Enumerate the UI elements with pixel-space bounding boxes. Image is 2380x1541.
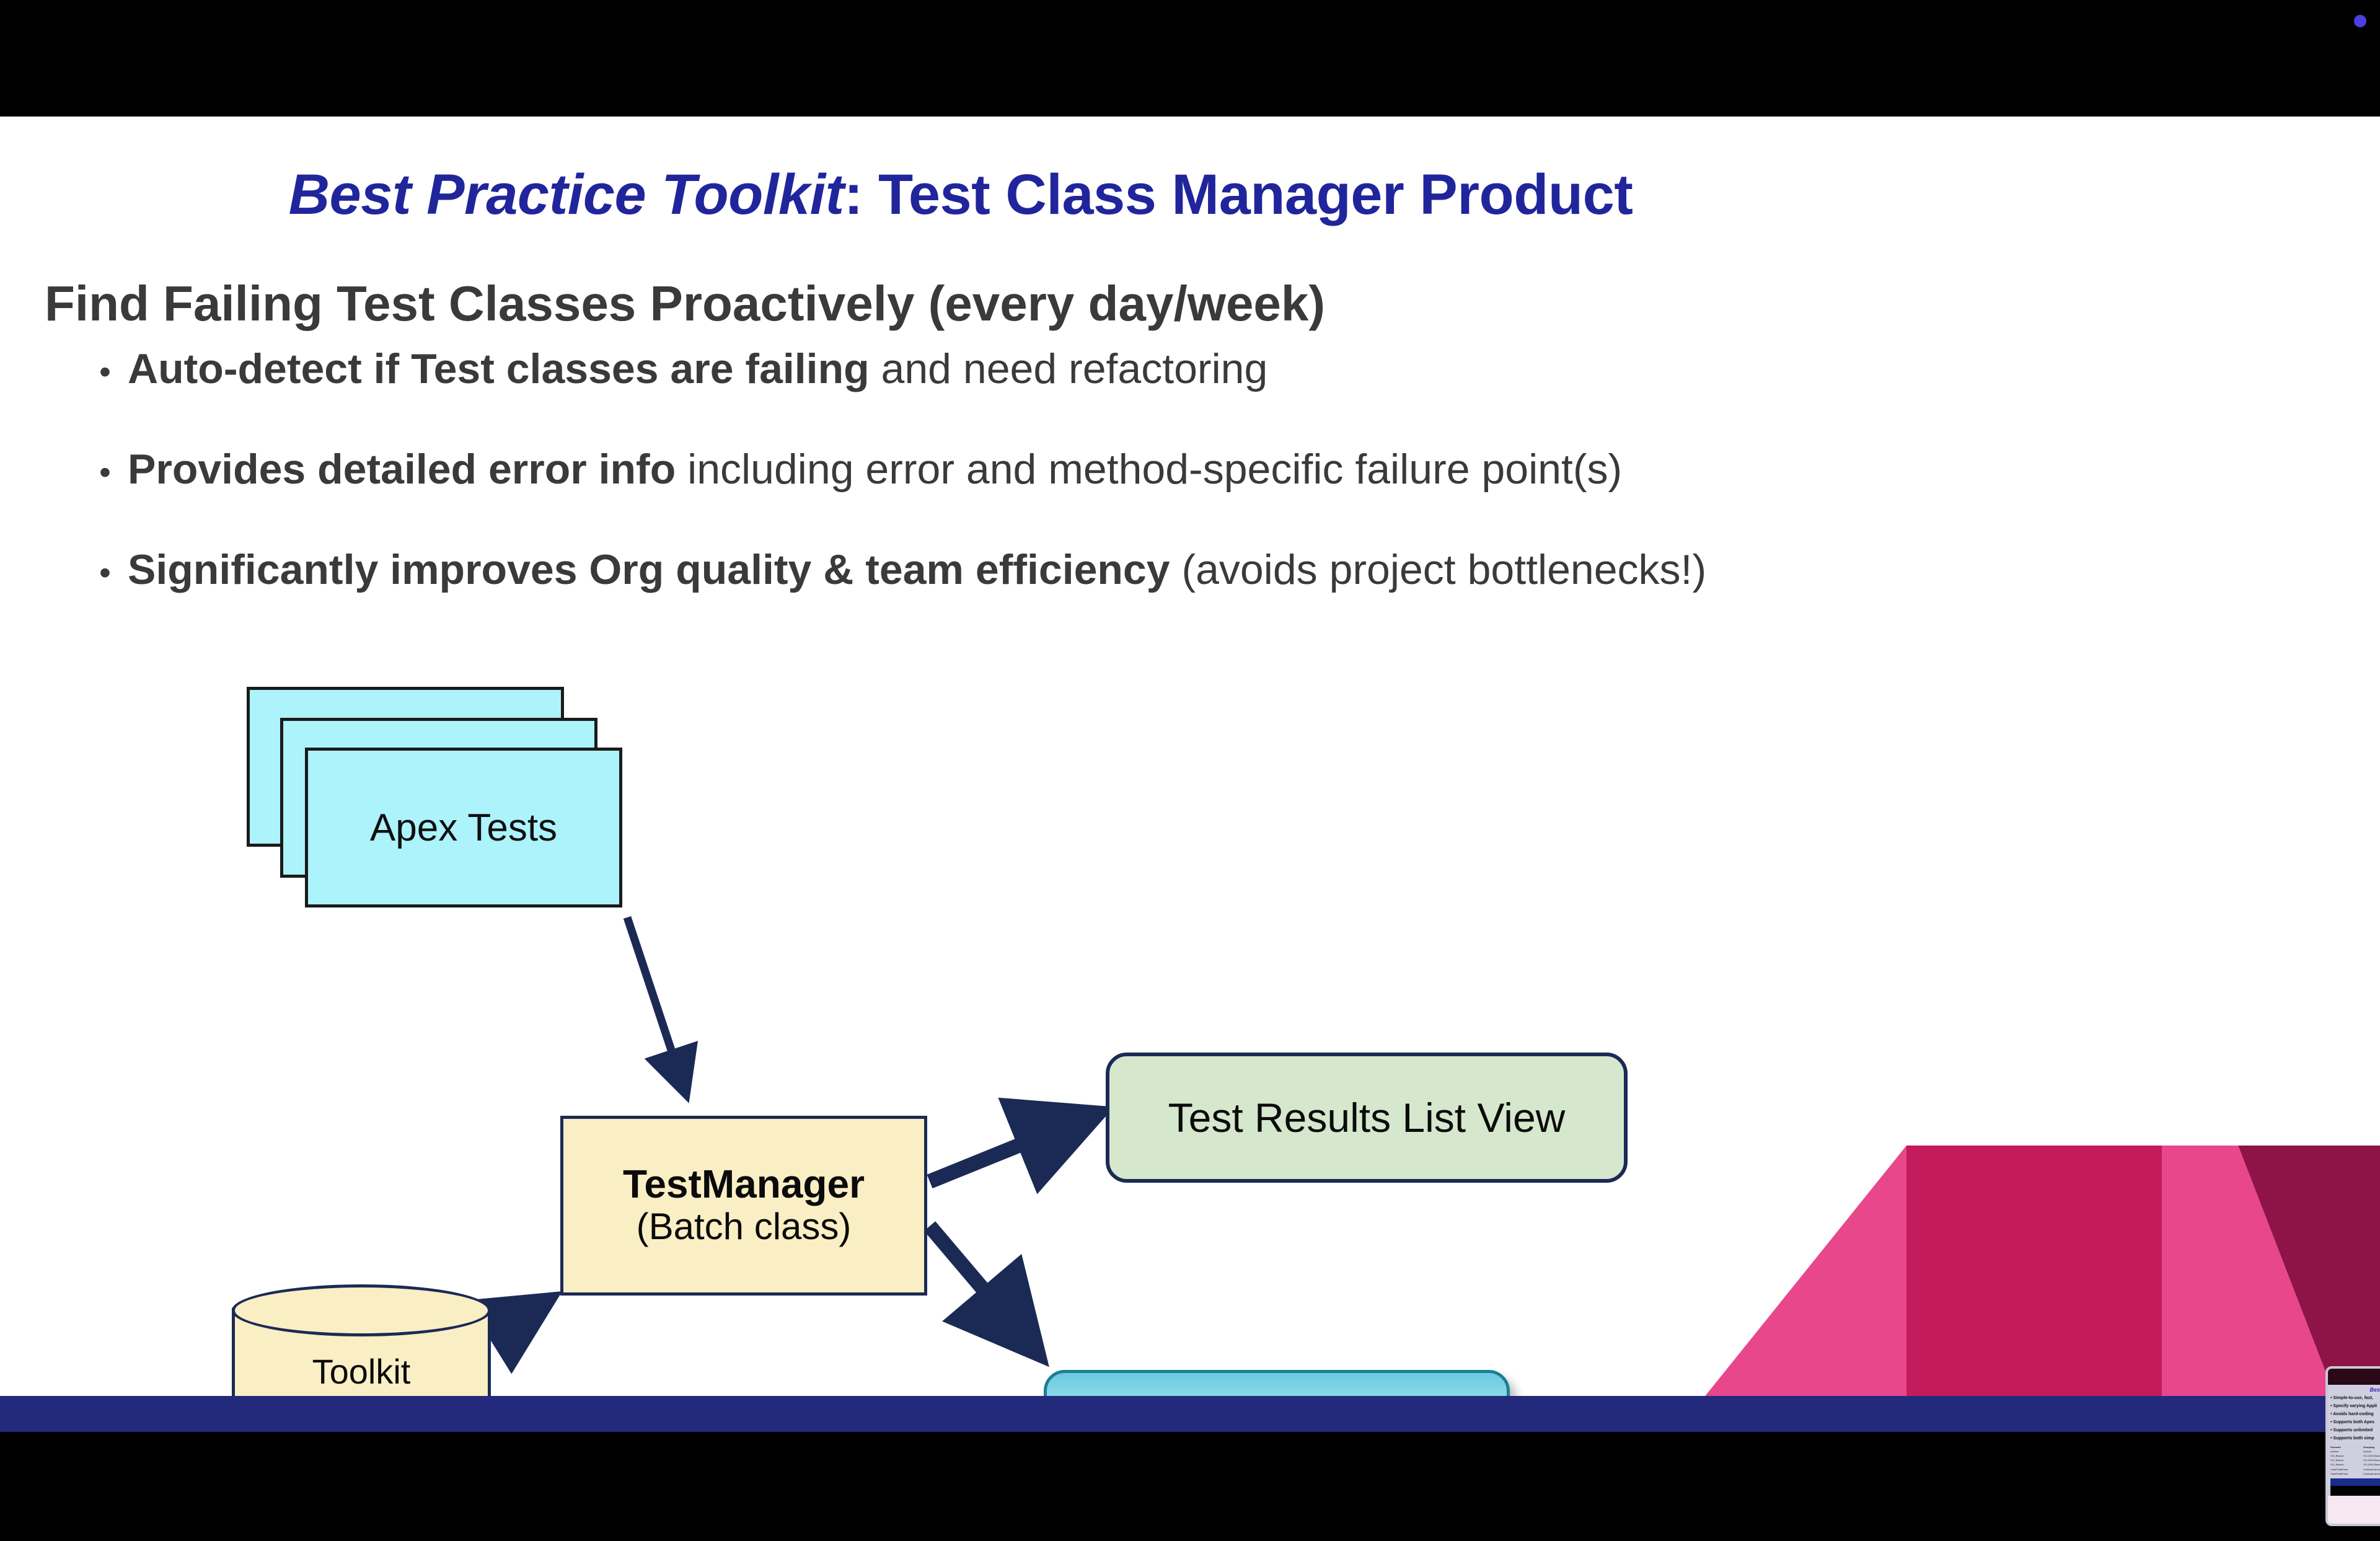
page-title-italic-part: Best Practice Toolkit bbox=[288, 163, 845, 226]
slide-canvas: Best Practice Toolkit: Test Class Manage… bbox=[0, 117, 2380, 1396]
thumbnail-td: VCI_Branch bbox=[2330, 1463, 2344, 1467]
section-heading: Find Failing Test Classes Proactively (e… bbox=[45, 276, 1326, 331]
bullet-marker-icon: • bbox=[99, 554, 111, 591]
thumbnail-td: ContractCancellationRequest bbox=[2363, 1467, 2380, 1471]
bullet-item-1-bold: Auto-detect if Test classes are failing bbox=[128, 345, 870, 392]
test-results-list-view-label: Test Results List View bbox=[1168, 1095, 1566, 1141]
thumbnail-td: CaseFinalParse bbox=[2330, 1472, 2348, 1475]
error-manager-node[interactable]: Error Manager bbox=[1044, 1370, 1510, 1396]
arrow-testmanager-to-results bbox=[927, 1097, 1114, 1194]
thumbnail-title: Best Practi bbox=[2369, 1387, 2380, 1393]
thumbnail-td: VCI_Branch bbox=[2330, 1454, 2344, 1457]
toolkit-custom-metadata-node[interactable]: Toolkit Custom Metadata bbox=[232, 1284, 491, 1396]
bullet-item-3: • Significantly improves Org quality & te… bbox=[99, 545, 1706, 594]
thumbnail-td: VCI-2024 Branch bbox=[2363, 1459, 2380, 1462]
top-letterbox-bar bbox=[0, 0, 2380, 117]
bullet-item-3-rest: (avoids project bottlenecks!) bbox=[1170, 546, 1707, 593]
test-results-list-view-node[interactable]: Test Results List View bbox=[1106, 1053, 1628, 1183]
thumbnail-table: Scenario Grouping Order Key Object Archi… bbox=[2330, 1445, 2380, 1476]
page-title: Best Practice Toolkit: Test Class Manage… bbox=[0, 162, 1921, 227]
bullet-marker-icon: • bbox=[99, 454, 111, 491]
thumbnail-bullet: • Supports unlimited bbox=[2330, 1428, 2373, 1433]
apex-tests-card-front[interactable]: Apex Tests bbox=[305, 748, 622, 907]
thumbnail-th: Grouping bbox=[2363, 1445, 2374, 1449]
slide-thumbnail-preview[interactable]: Best Practi • Simple-to-use, fast, • Spe… bbox=[2325, 1366, 2380, 1526]
thumbnail-td: VCI-2024 Branch bbox=[2363, 1454, 2380, 1457]
thumbnail-bullet: • Supports both simp bbox=[2330, 1436, 2374, 1441]
thumbnail-table-row: Archive Archive 1 pNone_E bbox=[2330, 1449, 2380, 1454]
thumbnail-table-row: VCI_Branch VCI-2024 Branch 1 Branch_ bbox=[2330, 1462, 2380, 1467]
bullet-marker-icon: • bbox=[99, 353, 111, 391]
page-title-rest-part: : Test Class Manager Product bbox=[844, 163, 1633, 226]
thumbnail-table-row: CaseFinalParse ContractCancellationReque… bbox=[2330, 1467, 2380, 1472]
thumbnail-bullet: • Supports both Apex bbox=[2330, 1420, 2375, 1424]
thumbnail-table-row: VCI_Branch VCI-2024 Branch 1 Branch_ bbox=[2330, 1454, 2380, 1458]
thumbnail-bullet: • Specify varying Appli bbox=[2330, 1403, 2378, 1408]
metadata-line-2: Custom bbox=[232, 1391, 491, 1396]
thumbnail-td: CaseFinalParse bbox=[2330, 1467, 2348, 1471]
thumbnail-navy-band bbox=[2330, 1478, 2380, 1486]
prism-center-face bbox=[1906, 1146, 2162, 1396]
thumbnail-bullet: • Avoids hard-coding bbox=[2330, 1411, 2374, 1416]
thumbnail-td: Archive bbox=[2330, 1449, 2339, 1453]
arrow-metadata-to-testmanager bbox=[465, 1291, 563, 1374]
bullet-item-2-rest: including error and method-specific fail… bbox=[676, 446, 1623, 493]
testmanager-node[interactable]: TestManager (Batch class) bbox=[560, 1116, 927, 1296]
thumbnail-td: VCI_Branch bbox=[2330, 1459, 2344, 1462]
toolkit-custom-metadata-label: Toolkit Custom Metadata bbox=[232, 1352, 491, 1396]
testmanager-subtitle: (Batch class) bbox=[636, 1206, 852, 1248]
bottom-letterbox-bar bbox=[0, 1432, 2380, 1541]
bullet-item-2: • Provides detailed error info including … bbox=[99, 445, 1622, 493]
thumbnail-table-row: VCI_Branch VCI-2024 Branch 1 Branch_ bbox=[2330, 1458, 2380, 1462]
apex-tests-label: Apex Tests bbox=[369, 806, 558, 849]
decorative-prism-graphic bbox=[1611, 1146, 2380, 1396]
arrow-apex-to-testmanager bbox=[623, 916, 699, 1103]
bullet-item-1-rest: and need refactoring bbox=[869, 345, 1268, 392]
thumbnail-body: Best Practi • Simple-to-use, fast, • Spe… bbox=[2328, 1385, 2380, 1496]
bullet-item-2-bold: Provides detailed error info bbox=[128, 446, 676, 493]
bottom-navy-band bbox=[0, 1396, 2380, 1432]
testmanager-title: TestManager bbox=[622, 1161, 865, 1206]
bullet-item-1: • Auto-detect if Test classes are failing… bbox=[99, 345, 1267, 393]
metadata-line-1: Toolkit bbox=[312, 1352, 411, 1391]
recording-indicator-dot[interactable] bbox=[2354, 15, 2366, 27]
thumbnail-td: ContractCancellationRequest bbox=[2363, 1472, 2380, 1475]
thumbnail-bullet: • Simple-to-use, fast, bbox=[2330, 1396, 2373, 1400]
diagram-arrows bbox=[465, 916, 1114, 1374]
thumbnail-th: Scenario bbox=[2330, 1445, 2341, 1449]
cylinder-top-ellipse bbox=[232, 1284, 491, 1336]
thumbnail-black-band bbox=[2330, 1485, 2380, 1496]
thumbnail-td: VCI-2024 Branch bbox=[2363, 1463, 2380, 1467]
bullet-item-3-bold: Significantly improves Org quality & tea… bbox=[128, 546, 1170, 593]
thumbnail-table-row: CaseFinalParse ContractCancellationReque… bbox=[2330, 1472, 2380, 1476]
arrow-testmanager-to-errormanager bbox=[923, 1221, 1049, 1367]
architecture-diagram: Apex Tests TestManager (Batch class) Tes… bbox=[0, 117, 2380, 1396]
thumbnail-td: Archive bbox=[2363, 1449, 2372, 1453]
thumbnail-table-header-row: Scenario Grouping Order Key Object bbox=[2330, 1445, 2380, 1449]
thumbnail-top-bar bbox=[2328, 1369, 2380, 1385]
